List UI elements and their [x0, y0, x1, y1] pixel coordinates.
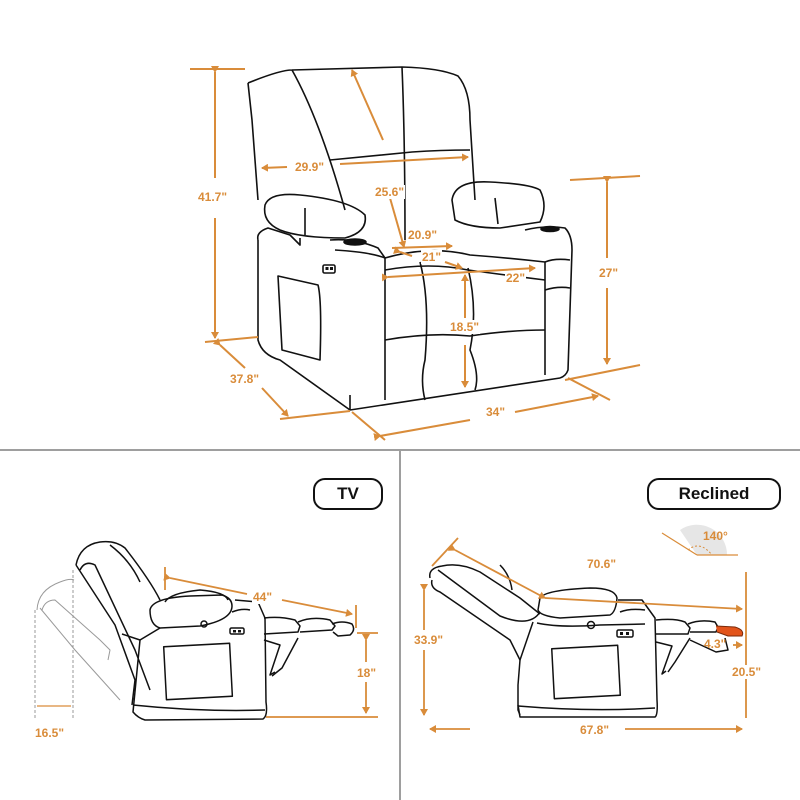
- dim-recline-angle: 140°: [703, 529, 728, 543]
- dim-overall-height: 41.7": [197, 190, 229, 204]
- reclined-view-dimension-lines: [420, 537, 747, 733]
- dim-diagonal-length: 70.6": [586, 557, 618, 571]
- dim-seat-depth: 21": [421, 250, 443, 264]
- dim-footrest-extension: 4.3": [704, 637, 727, 651]
- tv-position-label: TV: [313, 478, 383, 510]
- dim-back-height: 25.6": [374, 185, 406, 199]
- panel-dividers: [0, 449, 800, 800]
- dim-reclined-height: 33.9": [413, 633, 445, 647]
- reclined-position-label: Reclined: [647, 478, 781, 510]
- dim-reclined-footrest-height: 20.5": [731, 665, 763, 679]
- reclined-view-chair: [429, 564, 744, 718]
- dim-back-width: 29.9": [294, 160, 326, 174]
- dim-wall-clearance: 16.5": [34, 726, 66, 740]
- dim-seat-width: 22": [505, 271, 527, 285]
- dim-tv-length: 44": [252, 590, 274, 604]
- dim-overall-length: 67.8": [579, 723, 611, 737]
- dim-overall-depth: 37.8": [229, 372, 261, 386]
- front-view-dimension-lines: [190, 66, 641, 441]
- dim-tv-footrest-height: 18": [356, 666, 378, 680]
- recline-angle-icon: [661, 524, 738, 556]
- tv-view-chair: [34, 540, 355, 721]
- dim-seat-height: 18.5": [449, 320, 481, 334]
- dim-arm-height: 27": [598, 266, 620, 280]
- tv-view-dimension-lines: [37, 567, 378, 718]
- dim-overall-width: 34": [485, 405, 507, 419]
- dim-seat-width-front: 20.9": [407, 228, 439, 242]
